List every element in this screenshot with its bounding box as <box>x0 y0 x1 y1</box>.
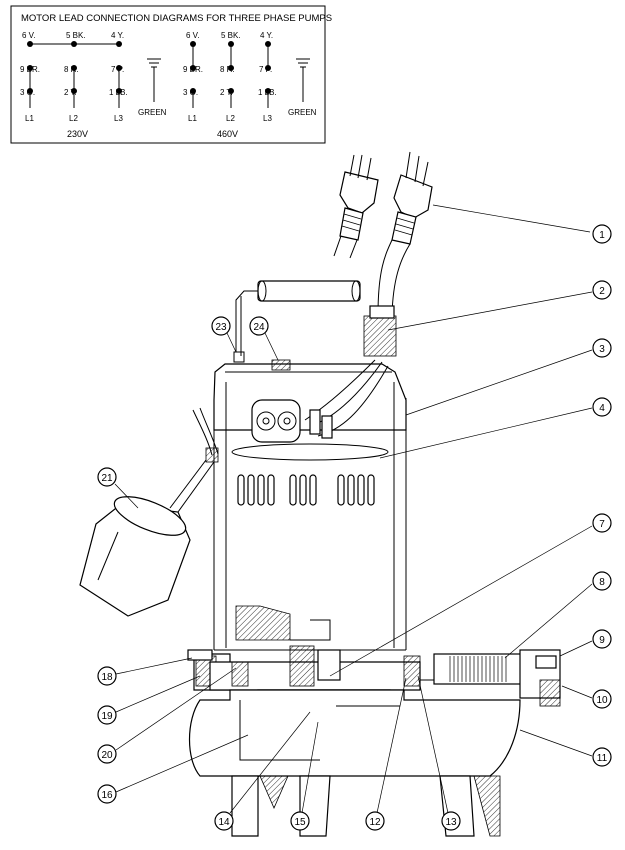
callout-label: 1 <box>599 230 605 241</box>
callout-4 <box>592 397 612 417</box>
callout-11 <box>592 747 612 767</box>
lead-label: 6 V. <box>186 31 200 40</box>
terminal-dot <box>27 65 33 71</box>
lead-label: 2 T. <box>64 88 77 97</box>
terminal-dot <box>27 41 33 47</box>
callout-label: 23 <box>215 322 227 333</box>
terminal-dot <box>116 41 122 47</box>
callout-12 <box>365 811 385 831</box>
plug-right <box>391 151 433 245</box>
callout-label: 16 <box>101 790 113 801</box>
ground-symbol <box>147 58 161 102</box>
motor-housing <box>213 305 407 651</box>
callout-label: 2 <box>599 286 605 297</box>
wiring-diagram-box: MOTOR LEAD CONNECTION DIAGRAMS FOR THREE… <box>10 5 332 144</box>
callout-label: 7 <box>599 519 605 530</box>
terminal-dot <box>27 88 33 94</box>
line-label: L1 <box>25 114 34 123</box>
lead-label: 2 T. <box>220 88 233 97</box>
ground-label: GREEN <box>138 108 167 117</box>
lead-label: 6 V. <box>22 31 36 40</box>
line-label: L3 <box>114 114 123 123</box>
line-label: L2 <box>226 114 235 123</box>
lead-label: 4 Y. <box>260 31 273 40</box>
callout-15 <box>290 811 310 831</box>
callout-label: 9 <box>599 635 605 646</box>
callout-21 <box>97 467 117 487</box>
callout-20 <box>97 744 117 764</box>
callout-label: 18 <box>101 672 113 683</box>
plug-left <box>333 154 379 259</box>
ground-label: GREEN <box>288 108 317 117</box>
terminal-dot <box>71 41 77 47</box>
callout-24 <box>249 316 269 336</box>
callout-label: 8 <box>599 577 605 588</box>
power-plugs <box>333 151 433 316</box>
callout-label: 14 <box>218 817 230 828</box>
callout-label: 3 <box>599 344 605 355</box>
callout-18 <box>97 666 117 686</box>
callout-19 <box>97 705 117 725</box>
callout-9 <box>592 629 612 649</box>
callout-7 <box>592 513 612 533</box>
capacitor <box>251 399 301 443</box>
lead-label: 4 Y. <box>111 31 124 40</box>
callout-3 <box>592 338 612 358</box>
callout-13 <box>441 811 461 831</box>
callout-label: 21 <box>101 473 113 484</box>
voltage-label: 460V <box>217 129 238 139</box>
callout-label: 19 <box>101 711 113 722</box>
callout-label: 12 <box>369 817 381 828</box>
lead-label: 8 R. <box>220 65 235 74</box>
callout-label: 11 <box>597 753 608 764</box>
callouts: 1 2 3 4 7 8 9 10 11 12 <box>97 204 612 831</box>
callout-label: 4 <box>599 403 605 414</box>
line-label: L3 <box>263 114 272 123</box>
wiring-title: MOTOR LEAD CONNECTION DIAGRAMS FOR THREE… <box>21 13 332 24</box>
callout-label: 13 <box>445 817 457 828</box>
terminal-dot <box>116 65 122 71</box>
line-label: L1 <box>188 114 197 123</box>
pump-base <box>187 645 561 837</box>
callout-label: 15 <box>294 817 306 828</box>
handle <box>233 280 361 363</box>
line-label: L2 <box>69 114 78 123</box>
terminal-dot <box>228 88 234 94</box>
callout-8 <box>592 571 612 591</box>
terminal-dot <box>71 65 77 71</box>
callout-2 <box>592 280 612 300</box>
callout-label: 24 <box>253 322 265 333</box>
lead-label: 5 BK. <box>66 31 86 40</box>
terminal-dot <box>190 41 196 47</box>
terminal-dot <box>190 65 196 71</box>
terminal-dot <box>116 88 122 94</box>
terminal-dot <box>190 88 196 94</box>
float-switch <box>79 407 219 617</box>
terminal-dot <box>71 88 77 94</box>
callout-1 <box>592 224 612 244</box>
lead-label: 8 R. <box>64 65 79 74</box>
discharge-flange <box>420 649 561 707</box>
wiring-group-230v: 6 V. 5 BK. 4 Y. 9 BR. 8 R. 7 P. 3 O. 2 T… <box>20 31 167 139</box>
terminal-dot <box>228 65 234 71</box>
terminal-dot <box>265 41 271 47</box>
callout-label: 10 <box>596 695 608 706</box>
terminal-dot <box>228 41 234 47</box>
terminal-dot <box>265 65 271 71</box>
wiring-group-460v: 6 V. 5 BK. 4 Y. 9 BR. 8 R. 7 P. 3 O. 2 T… <box>183 31 317 139</box>
callout-10 <box>592 689 612 709</box>
callout-label: 20 <box>101 750 113 761</box>
callout-16 <box>97 784 117 804</box>
callout-23 <box>211 316 231 336</box>
lead-label: 5 BK. <box>221 31 241 40</box>
ground-symbol <box>296 58 310 102</box>
callout-14 <box>214 811 234 831</box>
voltage-label: 230V <box>67 129 88 139</box>
terminal-dot <box>265 88 271 94</box>
